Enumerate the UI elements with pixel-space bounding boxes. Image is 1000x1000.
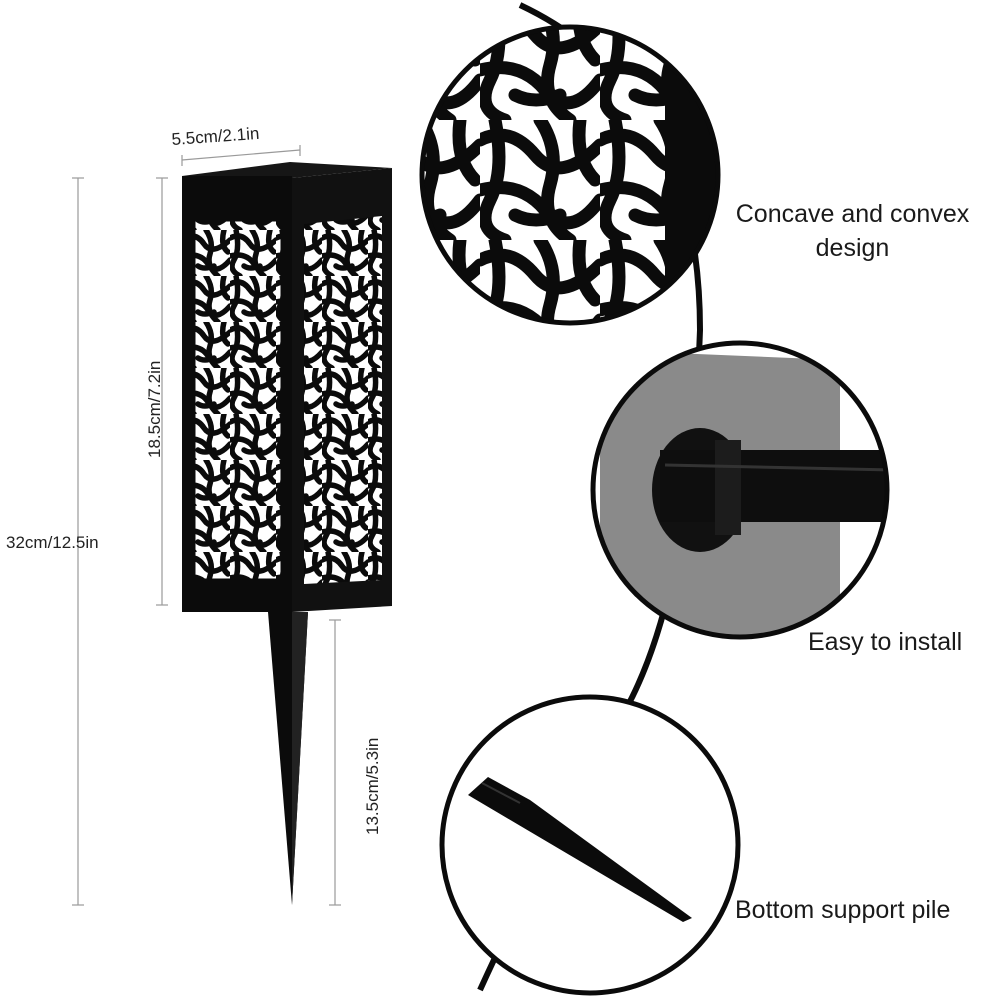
feature-label-install: Easy to install [808, 628, 963, 656]
lamp-body-illustration [182, 162, 392, 612]
dimension-lines [72, 145, 341, 906]
height-top-label: 18.5cm/7.2in [145, 361, 164, 458]
stake-tip-closeup [439, 694, 741, 996]
stake-illustration [268, 612, 308, 905]
stake-label: 13.5cm/5.3in [363, 738, 382, 835]
height-total-label: 32cm/12.5in [6, 533, 99, 552]
feature-label-pile: Bottom support pile [735, 896, 951, 924]
pattern-closeup [419, 24, 721, 326]
connector-closeup [590, 340, 890, 640]
width-label: 5.5cm/2.1in [171, 124, 260, 149]
feature-label-design: Concave and convex design [735, 200, 970, 262]
